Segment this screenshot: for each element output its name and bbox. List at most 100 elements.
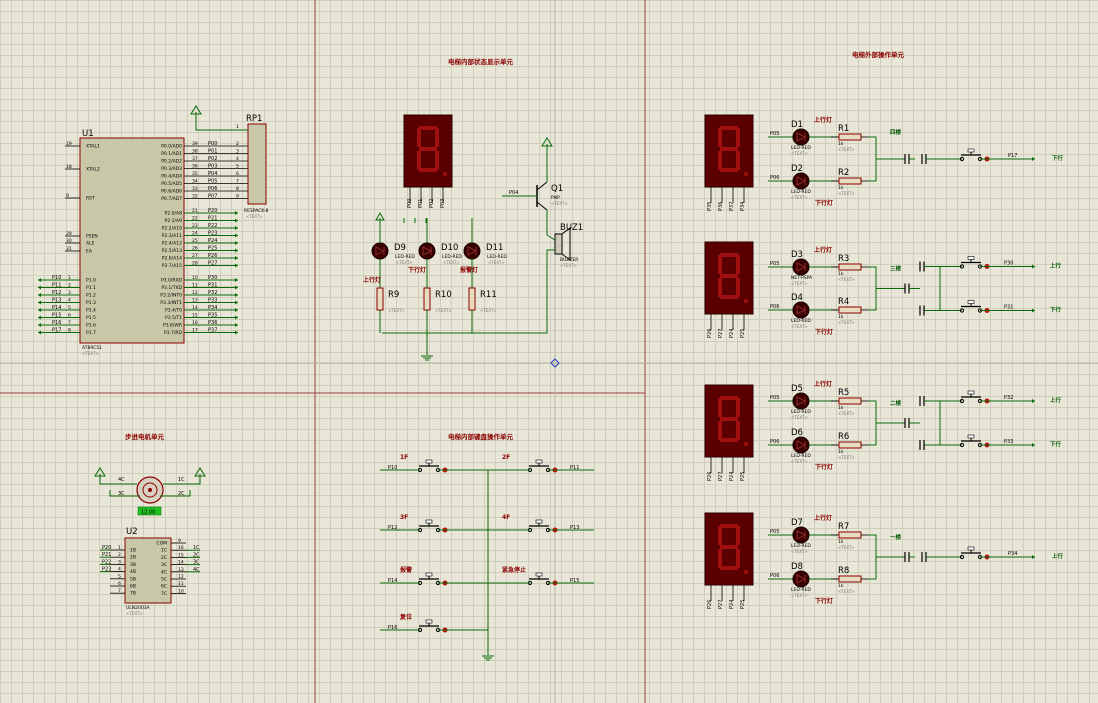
- led-body[interactable]: [792, 570, 810, 588]
- led-body[interactable]: [463, 242, 481, 260]
- resistor-body[interactable]: [838, 133, 862, 141]
- led-body[interactable]: [418, 242, 436, 260]
- floor-led-d5[interactable]: [792, 392, 810, 410]
- resistor-body[interactable]: [838, 575, 862, 583]
- button-cap[interactable]: [967, 300, 975, 304]
- button-cap[interactable]: [535, 572, 543, 577]
- floor-capacitor[interactable]: [919, 305, 925, 316]
- button-cap[interactable]: [535, 459, 543, 464]
- led-body[interactable]: [792, 128, 810, 146]
- resistor-body[interactable]: [838, 177, 862, 185]
- status-led-d11[interactable]: [463, 242, 481, 260]
- resistor-body[interactable]: [423, 287, 431, 311]
- floor-button-p33[interactable]: [959, 434, 990, 448]
- led-body[interactable]: [792, 436, 810, 454]
- mcu-body[interactable]: [79, 137, 185, 344]
- uln-body[interactable]: [124, 537, 172, 604]
- floor-resistor-r4[interactable]: [831, 306, 869, 314]
- floor-display[interactable]: [704, 384, 754, 473]
- floor-button-p31[interactable]: [959, 300, 990, 314]
- rp1-body[interactable]: [247, 123, 267, 205]
- resistor-body[interactable]: [838, 397, 862, 405]
- floor-capacitor[interactable]: [921, 154, 927, 164]
- inner-button-2[interactable]: [527, 459, 558, 473]
- button-cap[interactable]: [425, 519, 433, 524]
- floor-resistor-r8[interactable]: [831, 575, 869, 583]
- floor-display[interactable]: [704, 241, 754, 330]
- button-cap[interactable]: [425, 572, 433, 577]
- floor-capacitor[interactable]: [904, 418, 910, 428]
- floor-capacitor[interactable]: [919, 396, 925, 406]
- buzzer-buz1[interactable]: [554, 227, 571, 261]
- floor-led-d2[interactable]: [792, 172, 810, 190]
- button-cap[interactable]: [967, 148, 975, 153]
- resistor-body[interactable]: [838, 306, 862, 314]
- status-resistor-r9[interactable]: [376, 287, 384, 311]
- stepper-motor[interactable]: 4C 1C 3C 2C 12.00: [94, 467, 206, 516]
- floor-button-p17[interactable]: [959, 148, 990, 162]
- inner-button-1[interactable]: [417, 459, 448, 473]
- status-led-d10[interactable]: [418, 242, 436, 260]
- floor-capacitor[interactable]: [921, 552, 927, 562]
- floor-capacitor[interactable]: [919, 261, 925, 272]
- floor-resistor-r2[interactable]: [831, 177, 869, 185]
- led-body[interactable]: [792, 392, 810, 410]
- led-body[interactable]: [792, 301, 810, 319]
- status-led-d9[interactable]: [371, 242, 389, 260]
- floor-led-d7[interactable]: [792, 526, 810, 544]
- button-cap[interactable]: [967, 256, 975, 260]
- floor-display[interactable]: [704, 512, 754, 601]
- floor-led-d3[interactable]: [792, 258, 810, 276]
- led-body[interactable]: [792, 526, 810, 544]
- floor-capacitor[interactable]: [904, 154, 910, 164]
- floor-led-d8[interactable]: [792, 570, 810, 588]
- floor-resistor-r7[interactable]: [831, 531, 869, 539]
- transistor-q1[interactable]: [536, 181, 548, 211]
- inner-button-3[interactable]: [417, 519, 448, 533]
- inner-button-7[interactable]: [417, 619, 448, 633]
- button-cap[interactable]: [967, 434, 975, 439]
- button-cap[interactable]: [967, 546, 975, 551]
- resistor-body[interactable]: [468, 287, 476, 311]
- status-resistor-r11[interactable]: [468, 287, 476, 311]
- floor-display[interactable]: [704, 114, 754, 203]
- button-cap[interactable]: [425, 459, 433, 464]
- inner-button-6[interactable]: [527, 572, 558, 586]
- floor-capacitor[interactable]: [919, 440, 925, 450]
- resistor-body[interactable]: [838, 531, 862, 539]
- floor-button-p30[interactable]: [959, 256, 990, 270]
- led-body[interactable]: [792, 172, 810, 190]
- status-resistor-r10[interactable]: [423, 287, 431, 311]
- floor-capacitor[interactable]: [904, 283, 910, 294]
- inner-floor-display[interactable]: [403, 114, 453, 203]
- floor-capacitor[interactable]: [904, 552, 910, 562]
- inner-button-4[interactable]: [527, 519, 558, 533]
- floor-led-d4[interactable]: [792, 301, 810, 319]
- floor-resistor-r1[interactable]: [831, 133, 869, 141]
- resistor-body[interactable]: [376, 287, 384, 311]
- buzzer-body[interactable]: [554, 233, 563, 255]
- floor-button-p32[interactable]: [959, 390, 990, 404]
- floor-resistor-r6[interactable]: [831, 441, 869, 449]
- led-body[interactable]: [792, 258, 810, 276]
- floor-resistor-r5[interactable]: [831, 397, 869, 405]
- button-cap[interactable]: [425, 619, 433, 624]
- floor-led-d1[interactable]: [792, 128, 810, 146]
- floor-button-p34[interactable]: [959, 546, 990, 560]
- button-cap[interactable]: [535, 519, 543, 524]
- button-cap[interactable]: [967, 390, 975, 395]
- floor-led-d6[interactable]: [792, 436, 810, 454]
- inner-button-5[interactable]: [417, 572, 448, 586]
- floor-resistor-r3[interactable]: [831, 263, 869, 271]
